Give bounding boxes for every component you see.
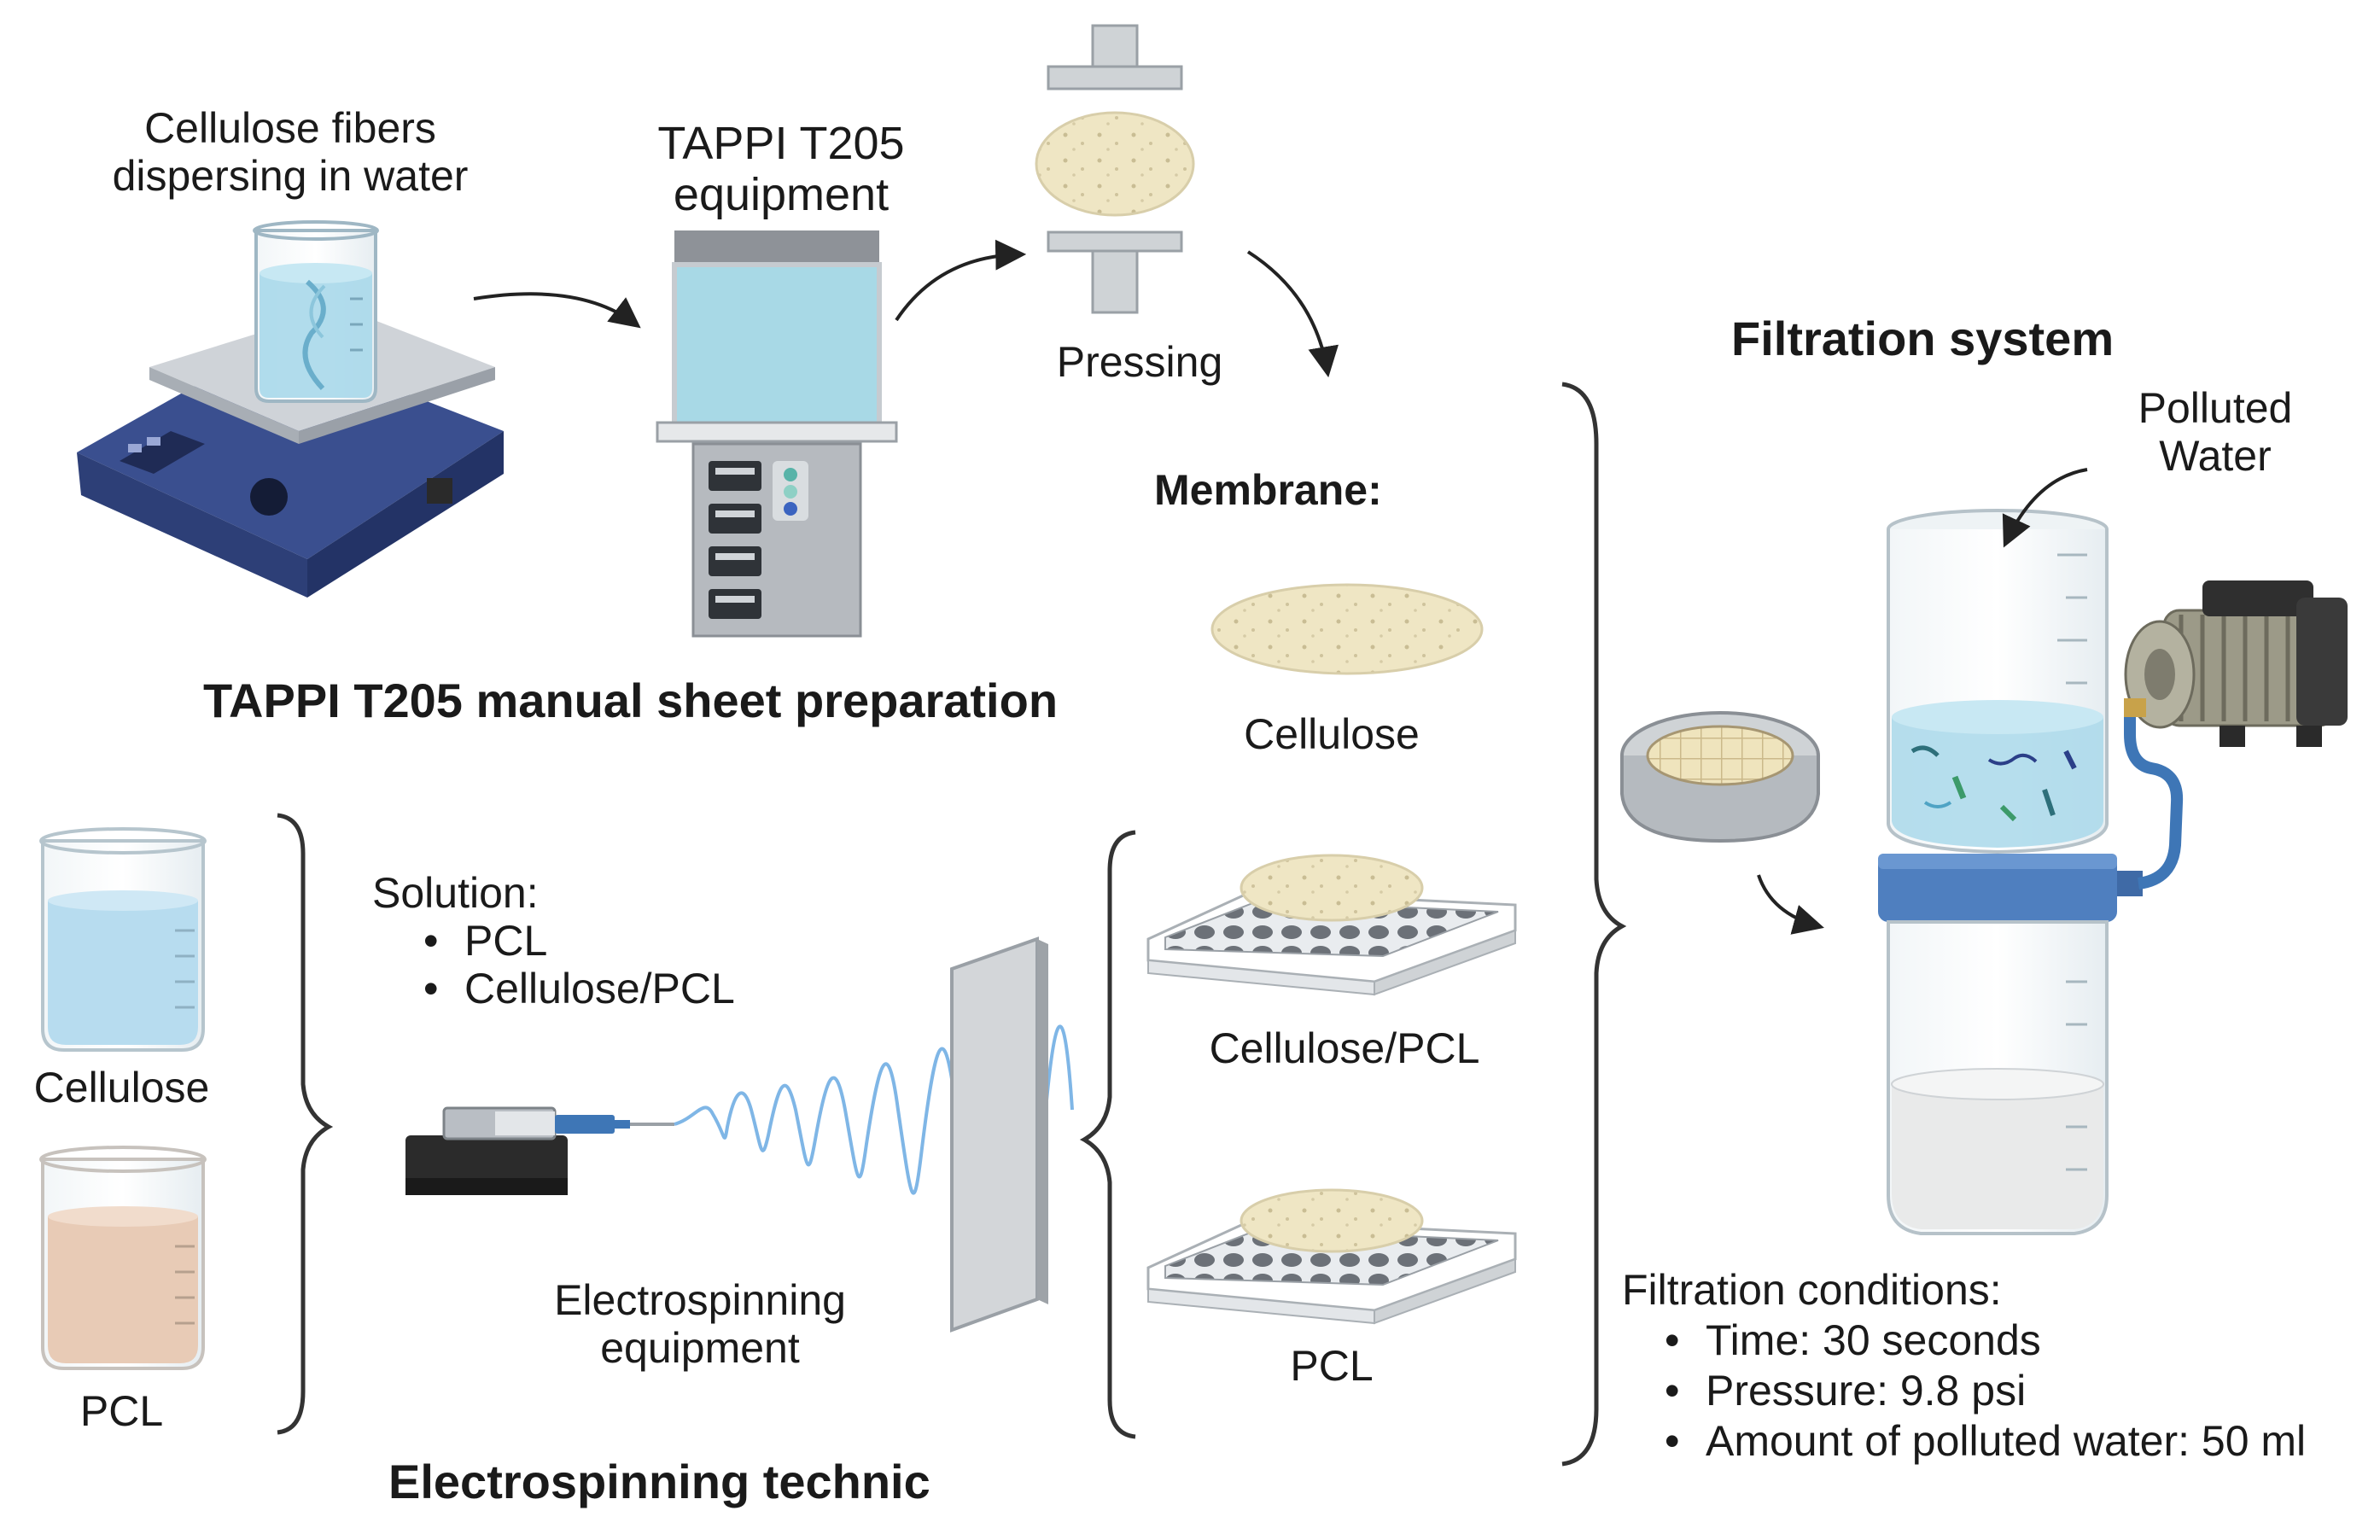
condition-item: Amount of polluted water: 50 ml [1656,1416,2306,1467]
membrane-label-cellulose: Cellulose [1244,710,1420,758]
membrane-label-pcl: PCL [1290,1342,1374,1390]
filter-flask-lower [1887,920,2109,1235]
condition-item: Pressure: 9.8 psi [1656,1366,2306,1416]
syringe-pump [405,1106,674,1195]
arrow-holder-to-funnel [1757,874,1824,935]
vacuum-tube [2124,713,2184,890]
tappi-caption-line-2: equipment [673,169,890,221]
electrospinning-equipment-caption: Electrospinning equipment [504,1276,896,1372]
solution-block: Solution: PCL Cellulose/PCL [372,869,735,1012]
brace-membranes [1079,830,1136,1439]
filter-clamp [1878,854,2143,922]
polluted-line-2: Water [2159,432,2272,480]
condition-item: Time: 30 seconds [1656,1315,2306,1366]
cellulose-membrane-disc [1210,583,1484,675]
solution-title: Solution: [372,869,539,917]
arrow-polluted-water [2002,468,2088,548]
filtration-conditions: Filtration conditions: Time: 30 seconds … [1622,1265,2306,1467]
tappi-caption-line-1: TAPPI T205 [657,118,905,169]
beaker-label-pcl: PCL [79,1387,164,1435]
brace-solutions [277,813,334,1435]
arrow-to-membrane [1246,250,1339,378]
polluted-water-caption: Polluted Water [2083,384,2348,480]
tappi-equipment [656,230,898,638]
pressed-sheet [1035,111,1195,217]
arrow-to-pressing [895,239,1027,322]
pressing-caption: Pressing [1056,338,1223,386]
tappi-section-title: TAPPI T205 manual sheet preparation [203,674,1059,727]
stirrer-caption-line-1: Cellulose fibers [144,104,436,152]
arrow-to-tappi [473,292,641,329]
solution-item: PCL [415,917,735,965]
filter-funnel-upper [1887,509,2109,855]
conditions-list: Time: 30 seconds Pressure: 9.8 psi Amoun… [1656,1315,2306,1467]
membrane-title: Membrane: [1154,466,1382,514]
brace-filtration [1561,382,1627,1467]
vacuum-pump [2124,580,2348,747]
tray-cellulose-pcl [1146,854,1517,996]
beaker-stirrer [253,220,379,403]
press [1035,24,1195,314]
conditions-title: Filtration conditions: [1622,1266,2002,1314]
stirrer-caption: Cellulose fibers dispersing in water [68,104,512,200]
collector-plate [950,936,1048,1333]
electrospinning-section-title: Electrospinning technic [388,1455,930,1508]
solution-list: PCL Cellulose/PCL [415,917,735,1012]
solution-item: Cellulose/PCL [415,965,735,1012]
tray-pcl [1146,1188,1517,1325]
beaker-cellulose [39,827,207,1052]
beaker-pcl [39,1146,207,1370]
beaker-label-cellulose: Cellulose [33,1064,210,1111]
equipment-caption-line-2: equipment [600,1324,800,1372]
polluted-line-1: Polluted [2138,384,2293,432]
stirrer-caption-line-2: dispersing in water [112,152,469,200]
filtration-title: Filtration system [1731,312,2115,365]
membrane-holder [1620,711,1820,843]
tappi-caption: TAPPI T205 equipment [636,118,926,221]
membrane-label-cellulose-pcl: Cellulose/PCL [1209,1024,1480,1072]
equipment-caption-line-1: Electrospinning [554,1276,846,1324]
